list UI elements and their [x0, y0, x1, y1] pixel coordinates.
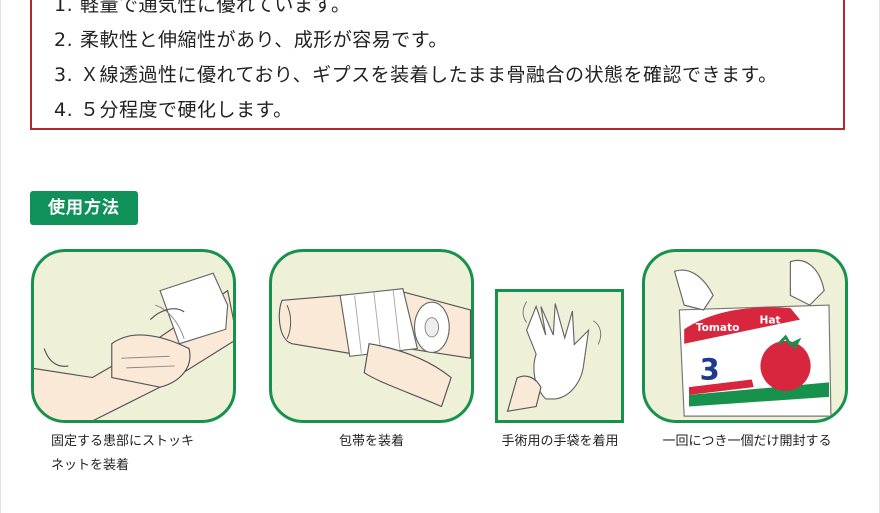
package-number: 3: [700, 352, 720, 386]
package-brand-suffix: Hat: [759, 313, 780, 326]
feature-item-4: 4. ５分程度で硬化します。: [54, 95, 293, 122]
feature-text: Ｘ線透過性に優れており、ギプスを装着したまま骨融合の状態を確認できます。: [80, 64, 778, 86]
step-4-caption: 一回につき一個だけ開封する: [662, 434, 832, 449]
feature-item-2: 2. 柔軟性と伸縮性があり、成形が容易です。: [54, 25, 448, 52]
surgical-glove-illustration: [506, 301, 602, 413]
leg-stockinette-illustration: [34, 272, 233, 420]
step-1-caption: 固定する患部にストッキ ネットを装着: [51, 430, 231, 478]
bandage-wrap-illustration: [278, 288, 471, 408]
package-opening-illustration: Tomato Hat 3: [673, 259, 832, 417]
feature-number: 1.: [54, 0, 74, 16]
feature-number: 4.: [54, 99, 74, 121]
features-box: 1. 軽量で通気性に優れています。 2. 柔軟性と伸縮性があり、成形が容易です。 3…: [30, 0, 845, 130]
step-2-illustration: [269, 249, 474, 423]
package-brand-text: Tomato: [696, 321, 740, 334]
feature-text: 軽量で通気性に優れています。: [80, 0, 351, 16]
feature-number: 2.: [54, 29, 74, 51]
step-2-caption: 包帯を装着: [338, 434, 404, 449]
feature-text: ５分程度で硬化します。: [80, 99, 293, 121]
step-4-illustration: Tomato Hat 3: [642, 249, 848, 423]
feature-item-1: 1. 軽量で通気性に優れています。: [54, 0, 351, 17]
section-title-usage: 使用方法: [30, 191, 138, 225]
step-1-illustration: [31, 249, 236, 423]
feature-number: 3.: [54, 64, 74, 86]
page-border-left: [0, 0, 1, 513]
step-3-caption: 手術用の手袋を着用: [501, 434, 619, 449]
step-3-illustration: [495, 289, 624, 423]
step-1-caption-line-2: ネットを装着: [51, 458, 130, 473]
feature-text: 柔軟性と伸縮性があり、成形が容易です。: [80, 29, 448, 51]
feature-item-3: 3. Ｘ線透過性に優れており、ギプスを装着したまま骨融合の状態を確認できます。: [54, 60, 778, 87]
step-1-caption-line-1: 固定する患部にストッキ: [51, 434, 195, 449]
